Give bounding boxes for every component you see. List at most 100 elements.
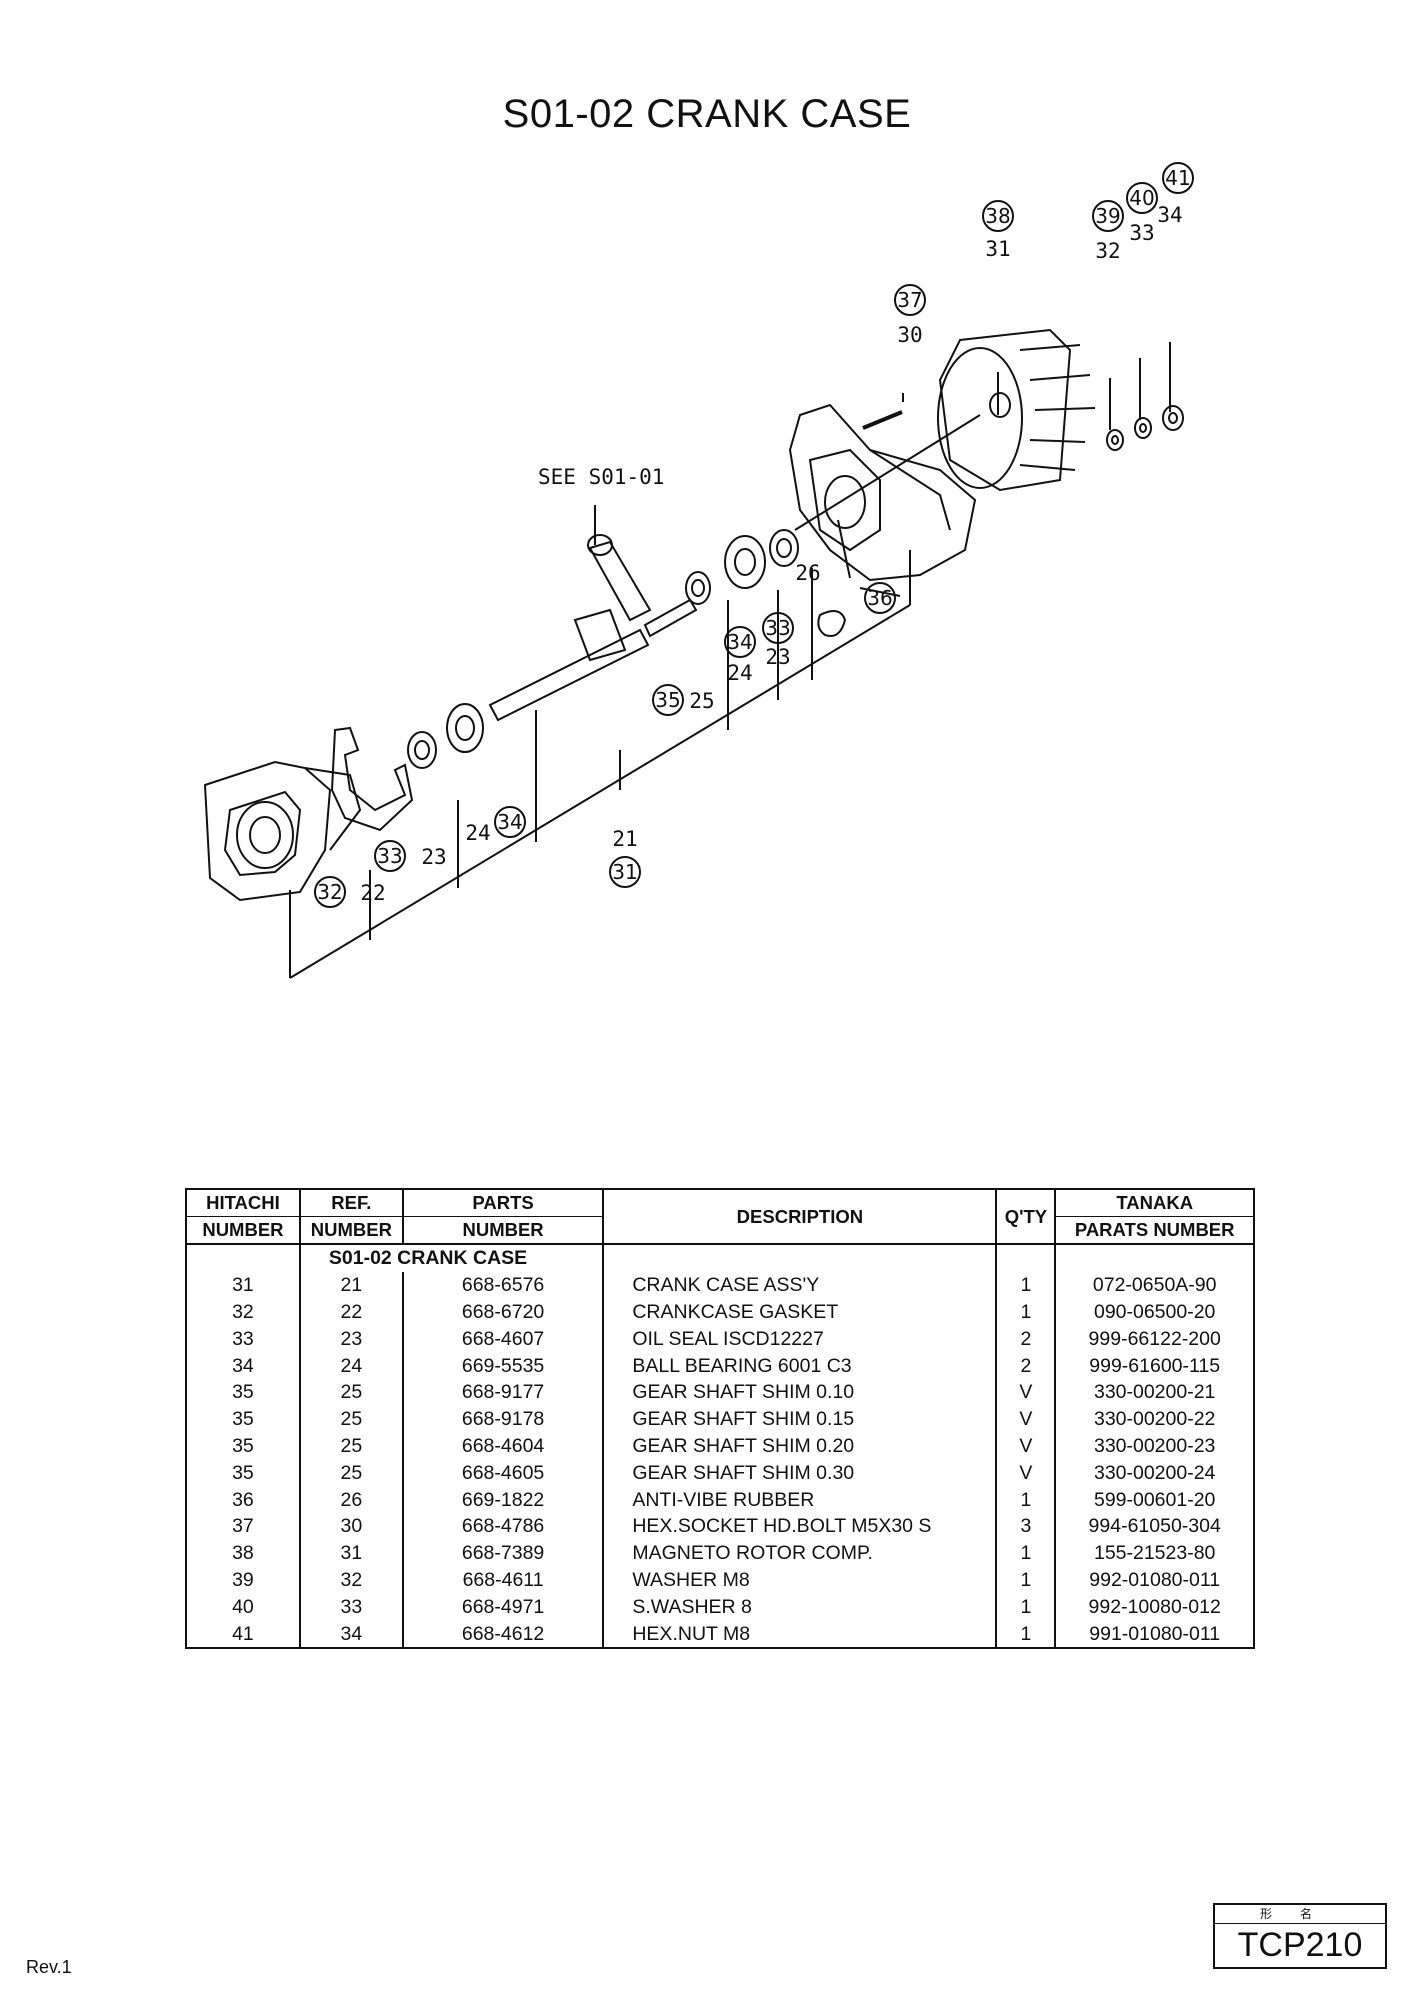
parts-list-table: HITACHI REF. PARTS DESCRIPTION Q'TY TANA…: [185, 1188, 1255, 1649]
cell-description: CRANK CASE ASS'Y: [602, 1271, 998, 1299]
cell-qty: 1: [995, 1566, 1057, 1594]
cell-qty: 1: [995, 1486, 1057, 1513]
cell-qty: V: [995, 1432, 1057, 1460]
cell-ref-number: 25: [298, 1405, 404, 1433]
callout-ref-23-left: 23: [421, 845, 446, 869]
cell-qty: 1: [995, 1593, 1057, 1621]
cell-hitachi-number: 37: [185, 1512, 301, 1540]
callout-circled-35: 35: [655, 688, 680, 712]
callout-ref-26: 26: [795, 561, 820, 585]
cell-parts-number: 668-4607: [401, 1325, 605, 1353]
cell-description: BALL BEARING 6001 C3: [602, 1352, 998, 1379]
cell-ref-number: 25: [298, 1459, 404, 1487]
cell-description: ANTI-VIBE RUBBER: [602, 1486, 998, 1513]
cell-description: GEAR SHAFT SHIM 0.10: [602, 1378, 998, 1406]
callout-circled-33-left: 33: [377, 844, 402, 868]
cell-parts-number: 668-9178: [401, 1405, 605, 1433]
cell-ref-number: 33: [298, 1593, 404, 1621]
cell-tanaka-number: 155-21523-80: [1054, 1539, 1255, 1567]
cell-parts-number: 668-4612: [401, 1620, 605, 1649]
cell-qty: 1: [995, 1539, 1057, 1567]
cell-ref-number: 34: [298, 1620, 404, 1649]
cell-hitachi-number: 41: [185, 1620, 301, 1649]
cell-tanaka-number: 072-0650A-90: [1054, 1271, 1255, 1299]
cell-ref-number: 23: [298, 1325, 404, 1353]
cell-tanaka-number: 090-06500-20: [1054, 1298, 1255, 1326]
header-tanaka-number: PARATS NUMBER: [1054, 1216, 1255, 1245]
cell-parts-number: 668-6720: [401, 1298, 605, 1326]
cell-parts-number: 668-6576: [401, 1271, 605, 1299]
cell-description: MAGNETO ROTOR COMP.: [602, 1539, 998, 1567]
cell-tanaka-number: 330-00200-24: [1054, 1459, 1255, 1487]
cell-description: HEX.SOCKET HD.BOLT M5X30 S: [602, 1512, 998, 1540]
callout-circled-34: 34: [727, 630, 752, 654]
cell-hitachi-number: 35: [185, 1405, 301, 1433]
cell-tanaka-number: 999-61600-115: [1054, 1352, 1255, 1379]
cell-description: WASHER M8: [602, 1566, 998, 1594]
cell-tanaka-number: 991-01080-011: [1054, 1620, 1255, 1649]
header-description: DESCRIPTION: [602, 1188, 998, 1245]
header-hitachi: HITACHI: [185, 1188, 301, 1217]
callout-circled-41: 41: [1165, 166, 1190, 190]
cell-qty: V: [995, 1405, 1057, 1433]
cell-tanaka-number: 330-00200-21: [1054, 1378, 1255, 1406]
cell-parts-number: 668-9177: [401, 1378, 605, 1406]
cell-parts-number: 668-4971: [401, 1593, 605, 1621]
callout-ref-30: 30: [897, 323, 922, 347]
cell-ref-number: 32: [298, 1566, 404, 1594]
cell-description: OIL SEAL ISCD12227: [602, 1325, 998, 1353]
cell-hitachi-number: 38: [185, 1539, 301, 1567]
cell-ref-number: 21: [298, 1271, 404, 1299]
callout-ref-22: 22: [360, 881, 385, 905]
cell-parts-number: 669-1822: [401, 1486, 605, 1513]
cell-hitachi-number: 35: [185, 1459, 301, 1487]
cell-hitachi-number: 36: [185, 1486, 301, 1513]
header-parts: PARTS: [401, 1188, 605, 1217]
cell-description: HEX.NUT M8: [602, 1620, 998, 1649]
cell-description: CRANKCASE GASKET: [602, 1298, 998, 1326]
callout-ref-23: 23: [765, 645, 790, 669]
cell-parts-number: 668-4786: [401, 1512, 605, 1540]
see-reference-label: SEE S01-01: [538, 465, 664, 489]
cell-hitachi-number: 35: [185, 1432, 301, 1460]
cell-tanaka-number: 330-00200-22: [1054, 1405, 1255, 1433]
page-title: S01-02 CRANK CASE: [502, 92, 912, 136]
header-parts-number: NUMBER: [401, 1216, 605, 1245]
cell-description: GEAR SHAFT SHIM 0.20: [602, 1432, 998, 1460]
cell-ref-number: 30: [298, 1512, 404, 1540]
cell-description: S.WASHER 8: [602, 1593, 998, 1621]
cell-ref-number: 25: [298, 1432, 404, 1460]
section-title: S01-02 CRANK CASE: [298, 1244, 605, 1272]
cell-ref-number: 22: [298, 1298, 404, 1326]
cell-parts-number: 668-4611: [401, 1566, 605, 1594]
callout-circled-33: 33: [765, 616, 790, 640]
cell-hitachi-number: 34: [185, 1352, 301, 1379]
cell-parts-number: 669-5535: [401, 1352, 605, 1379]
cell-description: GEAR SHAFT SHIM 0.15: [602, 1405, 998, 1433]
cell-ref-number: 26: [298, 1486, 404, 1513]
cell-tanaka-number: 994-61050-304: [1054, 1512, 1255, 1540]
callout-circled-36: 36: [867, 586, 892, 610]
cell-hitachi-number: 39: [185, 1566, 301, 1594]
callout-circled-38: 38: [985, 204, 1010, 228]
cell-tanaka-number: 992-01080-011: [1054, 1566, 1255, 1594]
cell-qty: 1: [995, 1620, 1057, 1649]
cell-tanaka-number: 992-10080-012: [1054, 1593, 1255, 1621]
callout-circled-39: 39: [1095, 204, 1120, 228]
cell-qty: V: [995, 1459, 1057, 1487]
callout-ref-24-left: 24: [465, 821, 490, 845]
header-ref: REF.: [298, 1188, 404, 1217]
cell-tanaka-number: 330-00200-23: [1054, 1432, 1255, 1460]
